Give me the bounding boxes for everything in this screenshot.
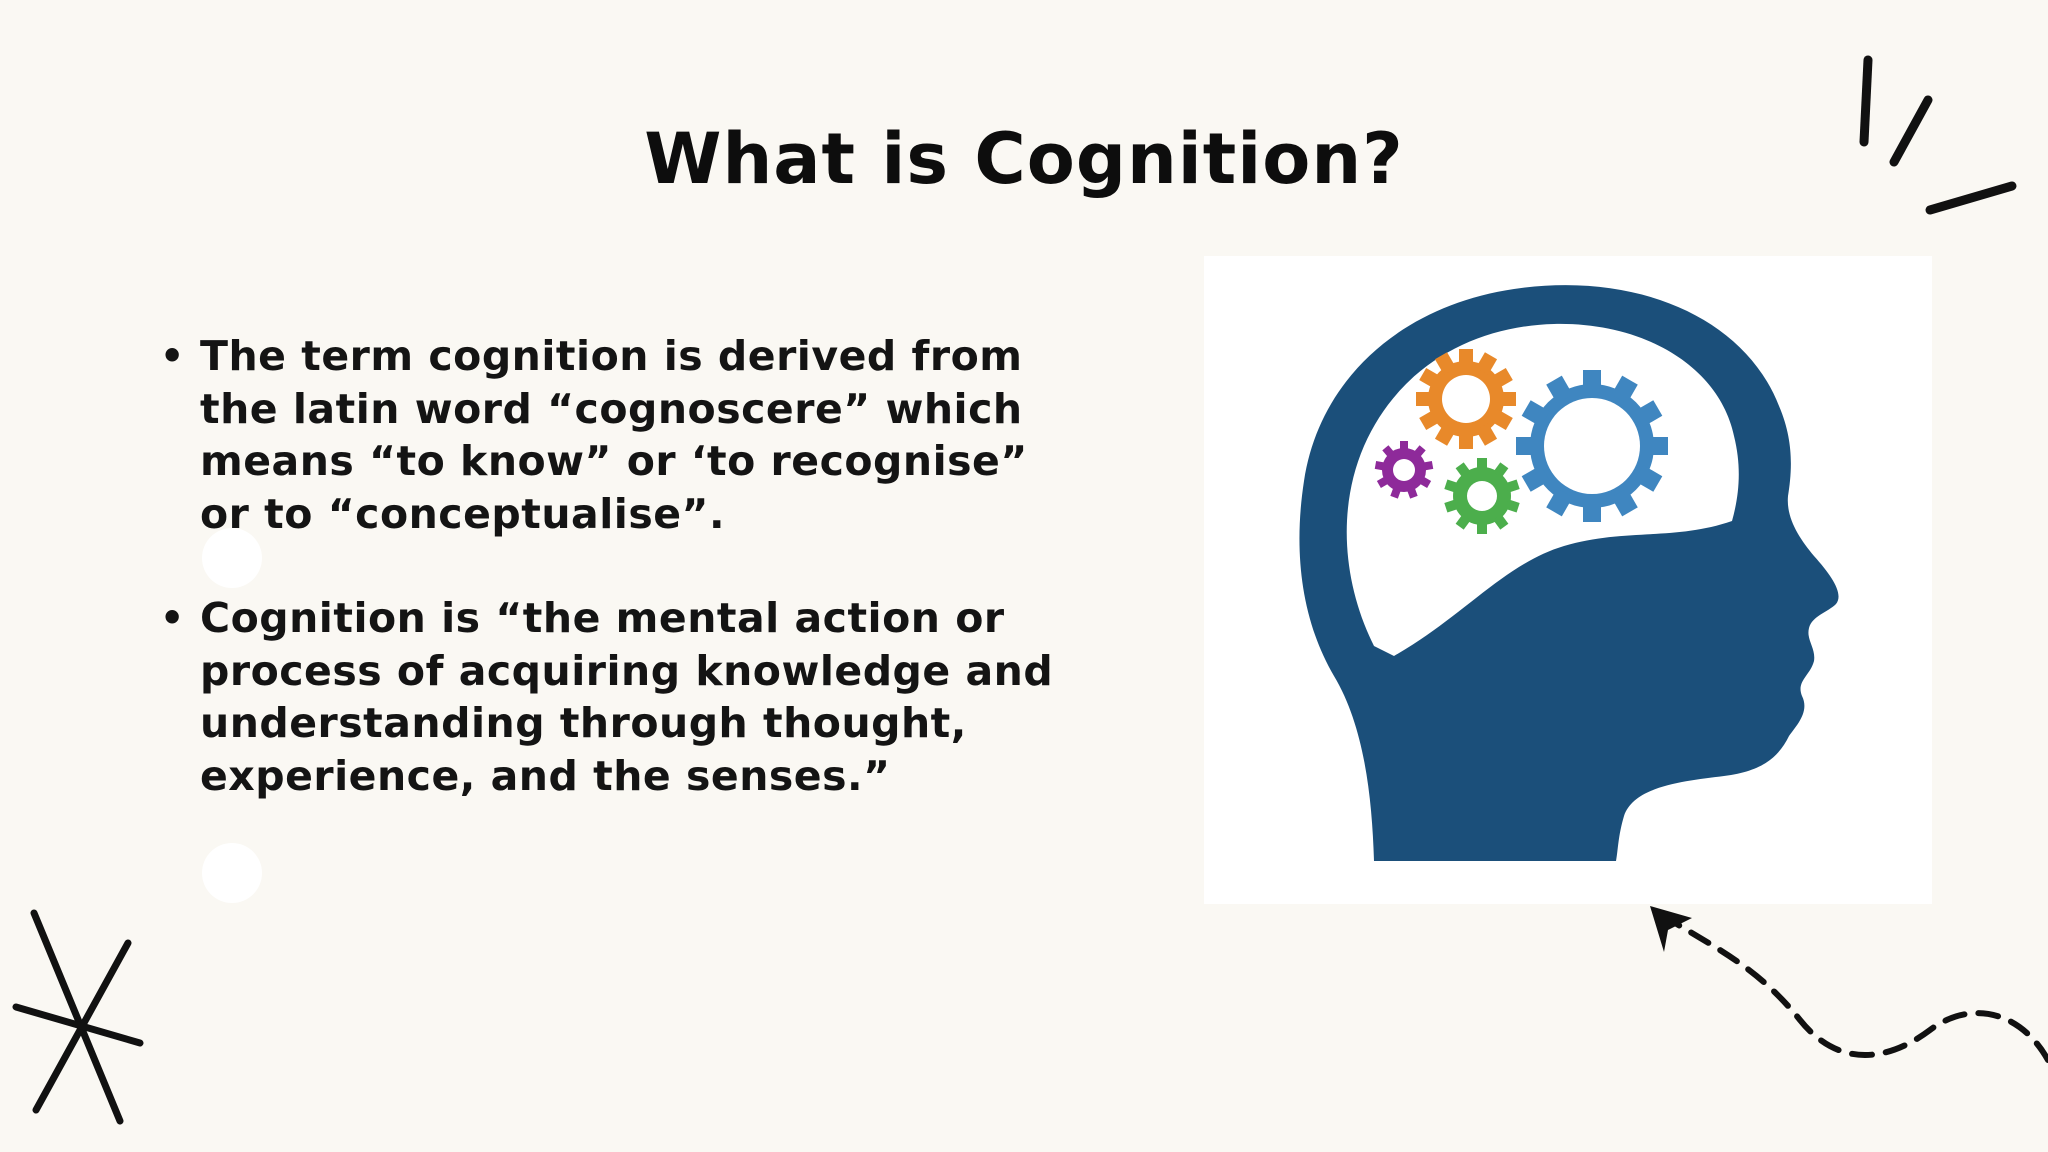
slide-title: What is Cognition? (644, 118, 1404, 200)
decorative-circle (202, 843, 262, 903)
bullet-item-etymology: The term cognition is derived from the l… (160, 330, 1060, 540)
head-with-gears-image (1204, 256, 1932, 904)
asterisk-doodle-icon (12, 909, 144, 1125)
bullet-list: The term cognition is derived from the l… (160, 330, 1060, 854)
gear-blue-icon (1516, 370, 1668, 522)
decorative-circle (202, 528, 262, 588)
head-with-gears-icon (1299, 285, 1839, 861)
gear-green-icon (1444, 458, 1520, 534)
dashed-arrow-icon (1650, 906, 2048, 1063)
bullet-item-definition: Cognition is “the mental action or proce… (160, 592, 1060, 802)
gear-orange-icon (1416, 349, 1516, 449)
gear-purple-icon (1374, 441, 1434, 499)
sparkle-lines-icon (1859, 55, 2017, 215)
